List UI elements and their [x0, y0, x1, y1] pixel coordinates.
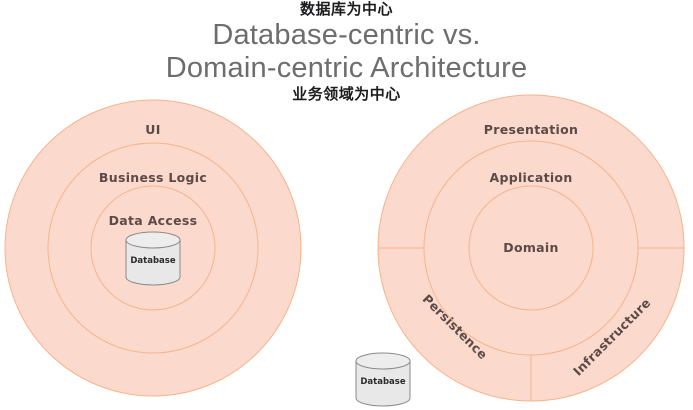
cylinder-top — [355, 352, 411, 370]
cylinder-label: Database — [360, 377, 405, 387]
left-diagram-database-centric: UI Business Logic Data Access Database — [4, 99, 302, 397]
layer-circle-domain — [468, 185, 594, 311]
cylinder-top — [125, 231, 181, 249]
layer-label-data-access: Data Access — [109, 213, 198, 228]
database-cylinder-external: Database — [355, 352, 411, 407]
cylinder-body — [355, 360, 411, 407]
right-diagram-domain-centric: Presentation Application Domain Persiste… — [377, 94, 685, 402]
layer-label-presentation: Presentation — [484, 122, 578, 137]
layer-label-business-logic: Business Logic — [99, 170, 207, 185]
cylinder-label: Database — [130, 256, 175, 266]
layer-label-application: Application — [489, 170, 572, 185]
layer-label-ui: UI — [145, 122, 160, 137]
cylinder-body — [125, 239, 181, 286]
database-cylinder-inner: Database — [125, 231, 181, 286]
layer-label-domain: Domain — [503, 240, 558, 255]
